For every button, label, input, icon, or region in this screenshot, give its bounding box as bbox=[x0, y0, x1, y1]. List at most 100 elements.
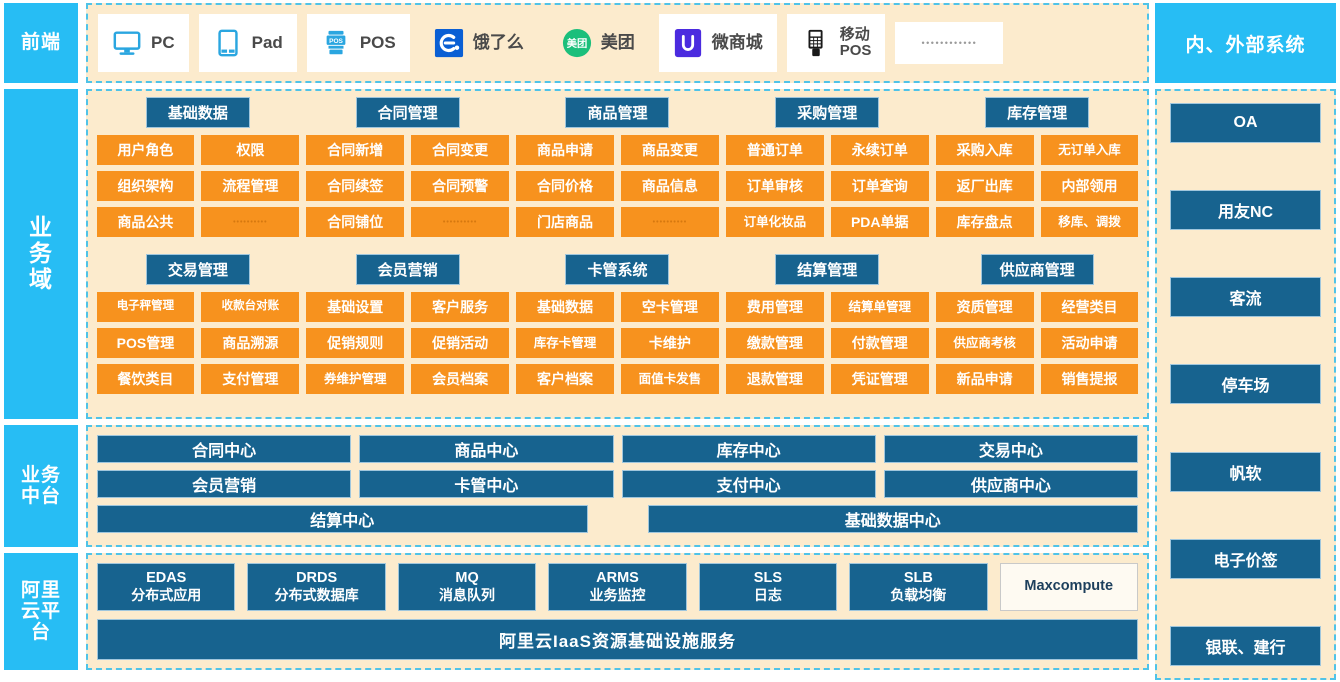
module-cell[interactable]: 商品变更 bbox=[620, 135, 719, 165]
module-cell[interactable]: 凭证管理 bbox=[830, 364, 929, 394]
module-cell-placeholder[interactable] bbox=[620, 207, 719, 237]
module-cell[interactable]: 空卡管理 bbox=[620, 292, 719, 322]
cloud-service-edas[interactable]: EDAS 分布式应用 bbox=[97, 563, 236, 611]
module-cell[interactable]: 经营类目 bbox=[1040, 292, 1139, 322]
module-cell[interactable]: 库存盘点 bbox=[935, 207, 1034, 237]
module-cell[interactable]: 内部领用 bbox=[1040, 171, 1139, 201]
module-cell[interactable]: 组织架构 bbox=[96, 171, 195, 201]
module-cell[interactable]: 电子秤管理 bbox=[96, 292, 195, 322]
center-payment[interactable]: 支付中心 bbox=[621, 470, 876, 498]
center-product[interactable]: 商品中心 bbox=[359, 435, 614, 463]
module-cell[interactable]: 合同变更 bbox=[411, 135, 510, 165]
module-cell[interactable]: 卡维护 bbox=[620, 328, 719, 358]
module-cell[interactable]: 合同续签 bbox=[306, 171, 405, 201]
module-cell[interactable]: 合同预警 bbox=[411, 171, 510, 201]
module-cell[interactable]: 订单化妆品 bbox=[725, 207, 824, 237]
group-title: 合同管理 bbox=[355, 97, 460, 128]
module-cell[interactable]: 基础设置 bbox=[306, 292, 405, 322]
center-inventory[interactable]: 库存中心 bbox=[621, 435, 876, 463]
module-cell[interactable]: 费用管理 bbox=[725, 292, 824, 322]
module-cell[interactable]: 会员档案 bbox=[411, 364, 510, 394]
cloud-service-arms[interactable]: ARMS 业务监控 bbox=[548, 563, 687, 611]
module-cell[interactable]: 商品溯源 bbox=[201, 328, 300, 358]
module-cell[interactable]: 活动申请 bbox=[1040, 328, 1139, 358]
channel-placeholder[interactable]: •••••••••••• bbox=[895, 22, 1004, 64]
business-domain-row-2: 交易管理 电子秤管理 收款台对账 POS管理 商品溯源 餐饮类目 支付管理 会员… bbox=[96, 254, 1139, 411]
center-basic-data[interactable]: 基础数据中心 bbox=[647, 505, 1138, 533]
channel-meituan[interactable]: 美团 美团 bbox=[547, 14, 649, 72]
external-system-oa[interactable]: OA bbox=[1170, 103, 1321, 143]
center-member-marketing[interactable]: 会员营销 bbox=[97, 470, 352, 498]
module-cell[interactable]: 库存卡管理 bbox=[516, 328, 614, 358]
cloud-service-maxcompute[interactable]: Maxcompute bbox=[999, 563, 1138, 611]
module-cell[interactable]: 客户服务 bbox=[411, 292, 510, 322]
cloud-service-sls[interactable]: SLS 日志 bbox=[698, 563, 838, 611]
module-cell[interactable]: 移库、调拨 bbox=[1040, 207, 1139, 237]
module-cell[interactable]: 资质管理 bbox=[935, 292, 1034, 322]
module-cell[interactable]: 促销活动 bbox=[411, 328, 510, 358]
module-cell[interactable]: 订单审核 bbox=[725, 171, 824, 201]
module-cell[interactable]: 合同新增 bbox=[306, 135, 405, 165]
module-cell[interactable]: 支付管理 bbox=[201, 364, 300, 394]
module-cell[interactable]: 无订单入库 bbox=[1040, 135, 1139, 165]
module-cell[interactable]: 券维护管理 bbox=[306, 364, 405, 394]
external-system-electronic-price-tag[interactable]: 电子价签 bbox=[1170, 538, 1321, 579]
channel-pos[interactable]: POS POS bbox=[306, 14, 410, 72]
module-cell[interactable]: 面值卡发售 bbox=[620, 364, 719, 394]
module-cell[interactable]: 权限 bbox=[201, 135, 300, 165]
center-supplier[interactable]: 供应商中心 bbox=[883, 470, 1138, 498]
module-cell[interactable]: 流程管理 bbox=[201, 171, 300, 201]
module-cell[interactable]: 供应商考核 bbox=[935, 328, 1034, 358]
module-cell[interactable]: 销售提报 bbox=[1040, 364, 1139, 394]
module-cell[interactable]: 商品申请 bbox=[516, 135, 614, 165]
external-system-fanruan[interactable]: 帆软 bbox=[1170, 451, 1321, 492]
module-cell[interactable]: 普通订单 bbox=[725, 135, 824, 165]
external-system-unionpay-ccb[interactable]: 银联、建行 bbox=[1170, 625, 1321, 666]
module-cell[interactable]: POS管理 bbox=[96, 328, 195, 358]
module-cell[interactable]: 退款管理 bbox=[725, 364, 824, 394]
module-cell[interactable]: 合同铺位 bbox=[306, 207, 405, 237]
module-cell[interactable]: 付款管理 bbox=[830, 328, 929, 358]
cloud-service-drds[interactable]: DRDS 分布式数据库 bbox=[247, 563, 386, 611]
module-cell[interactable]: 商品公共 bbox=[96, 207, 195, 237]
group-title: 供应商管理 bbox=[980, 254, 1094, 285]
center-card[interactable]: 卡管中心 bbox=[359, 470, 614, 498]
module-cell[interactable]: 缴款管理 bbox=[725, 328, 824, 358]
module-cell-placeholder[interactable] bbox=[201, 207, 300, 237]
module-cell[interactable]: PDA单据 bbox=[830, 207, 929, 237]
center-contract[interactable]: 合同中心 bbox=[97, 435, 352, 463]
module-cell[interactable]: 门店商品 bbox=[516, 207, 614, 237]
module-cell[interactable]: 收款台对账 bbox=[201, 292, 300, 322]
module-cell[interactable]: 返厂出库 bbox=[935, 171, 1034, 201]
cloud-service-desc: 分布式应用 bbox=[131, 587, 202, 604]
module-cell-placeholder[interactable] bbox=[411, 207, 510, 237]
cloud-service-desc: 日志 bbox=[753, 587, 782, 604]
module-cell[interactable]: 用户角色 bbox=[96, 135, 195, 165]
module-cell[interactable]: 结算单管理 bbox=[830, 292, 929, 322]
module-cell[interactable]: 永续订单 bbox=[830, 135, 929, 165]
module-cell[interactable]: 合同价格 bbox=[516, 171, 614, 201]
svg-text:美团: 美团 bbox=[566, 37, 587, 50]
channel-weishangcheng[interactable]: 微商城 bbox=[658, 14, 777, 72]
module-cell[interactable]: 促销规则 bbox=[306, 328, 405, 358]
external-system-yonyou-nc[interactable]: 用友NC bbox=[1170, 190, 1321, 231]
external-system-parking[interactable]: 停车场 bbox=[1170, 364, 1321, 405]
module-cell[interactable]: 商品信息 bbox=[620, 171, 719, 201]
channel-eleme[interactable]: 饿了么 bbox=[419, 14, 538, 72]
cloud-service-slb[interactable]: SLB 负载均衡 bbox=[849, 563, 988, 611]
cloud-service-desc: 分布式数据库 bbox=[274, 587, 359, 604]
module-cell[interactable]: 订单查询 bbox=[830, 171, 929, 201]
channel-pad[interactable]: Pad bbox=[198, 14, 297, 72]
module-cell[interactable]: 新品申请 bbox=[935, 364, 1034, 394]
channel-pc[interactable]: PC bbox=[98, 14, 189, 72]
module-cell[interactable]: 基础数据 bbox=[516, 292, 614, 322]
cloud-service-mq[interactable]: MQ 消息队列 bbox=[397, 563, 537, 611]
external-system-passenger-flow[interactable]: 客流 bbox=[1170, 277, 1321, 318]
center-transaction[interactable]: 交易中心 bbox=[883, 435, 1138, 463]
module-cell[interactable]: 餐饮类目 bbox=[96, 364, 195, 394]
group-title: 商品管理 bbox=[565, 97, 670, 128]
center-settlement[interactable]: 结算中心 bbox=[97, 505, 588, 533]
module-cell[interactable]: 采购入库 bbox=[935, 135, 1034, 165]
module-cell[interactable]: 客户档案 bbox=[516, 364, 614, 394]
